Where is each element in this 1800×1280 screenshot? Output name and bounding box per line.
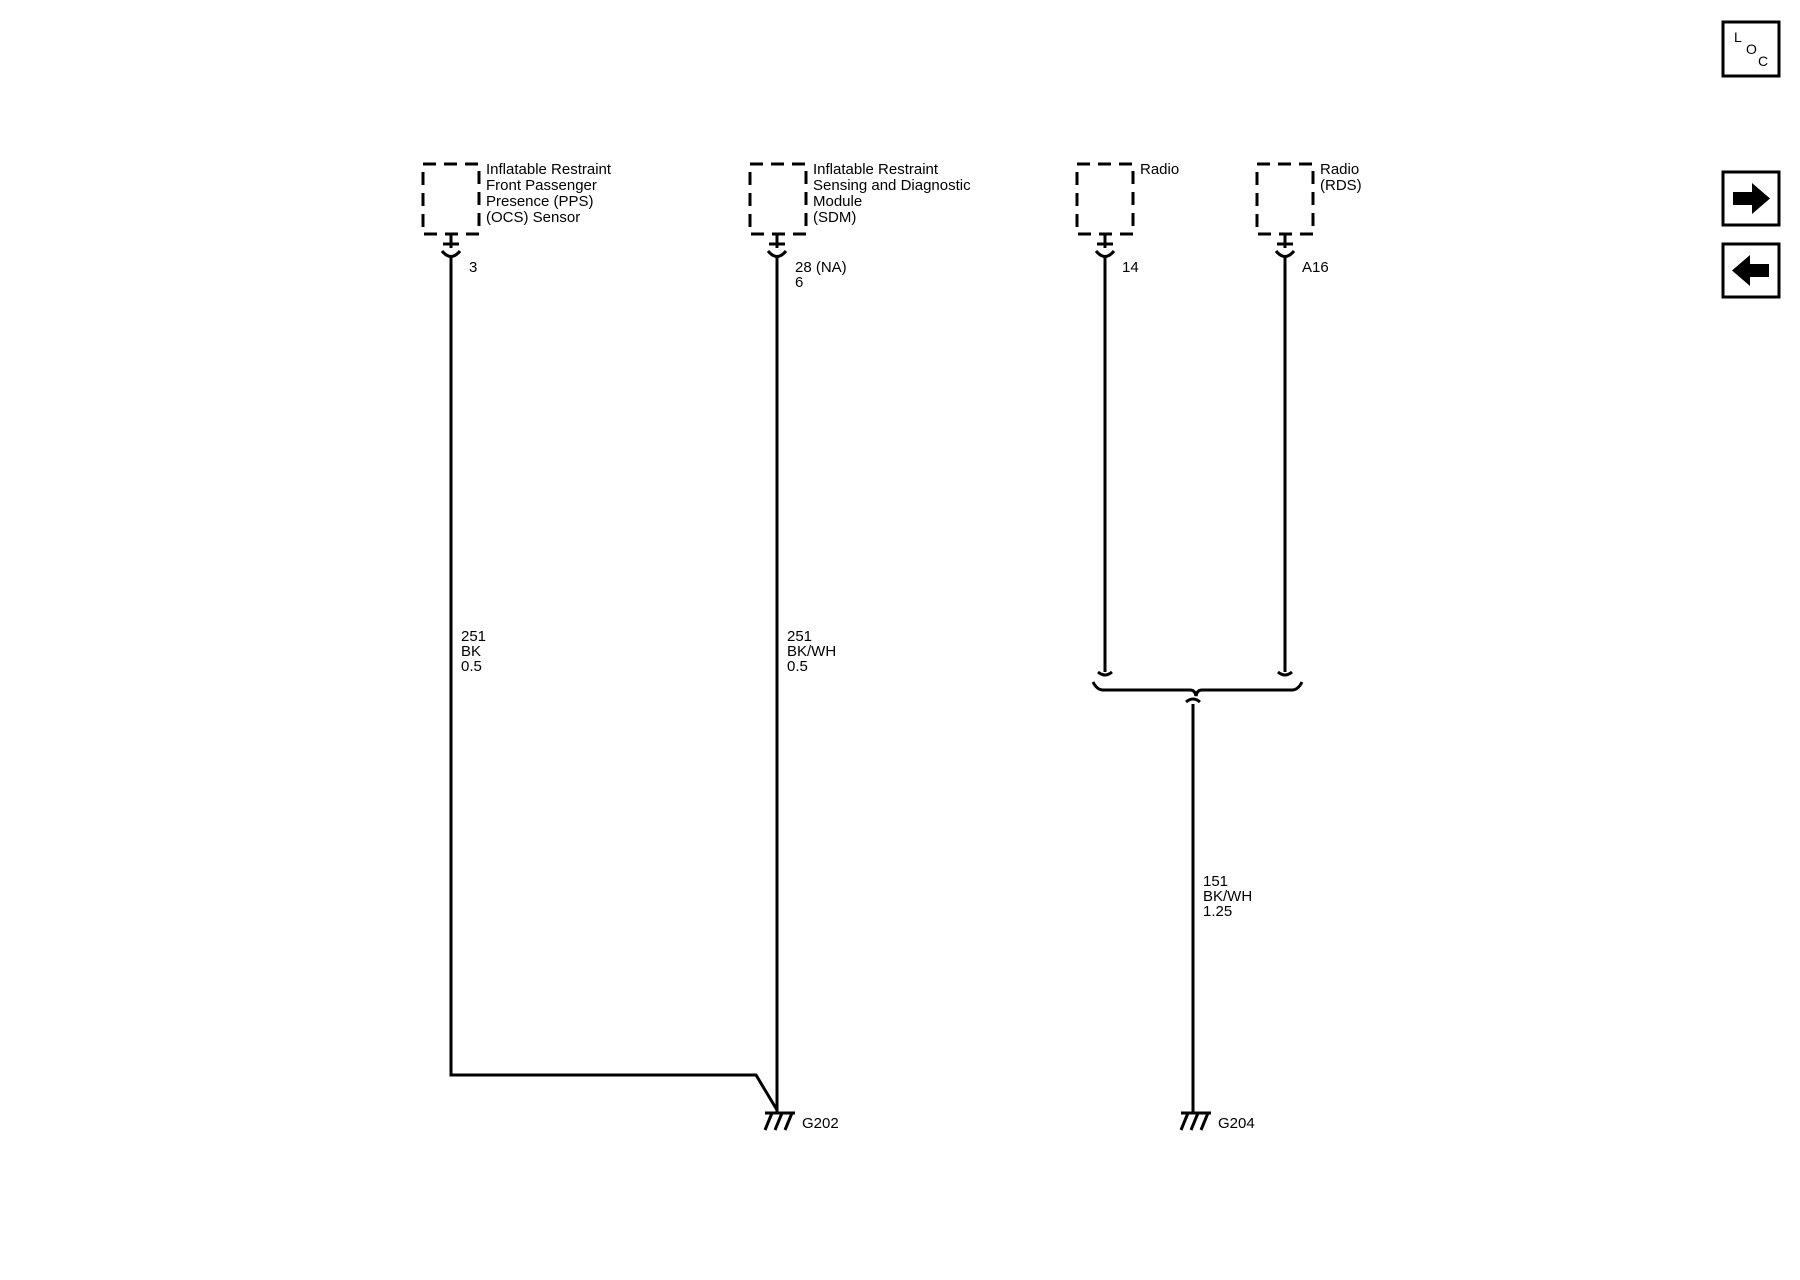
ground-label-g202: G202 [802, 1115, 839, 1132]
wire-radio-end [1097, 670, 1113, 677]
loc-letter-l: L [1734, 29, 1742, 45]
wire-color: BK/WH [1203, 888, 1252, 905]
wire-label-251-bkwh: 251 BK/WH 0.5 [787, 628, 840, 675]
terminal-radio [1094, 234, 1116, 258]
pin-number: 3 [469, 259, 477, 276]
wire-circuit: 251 [461, 628, 486, 645]
wire-lines [421, 162, 1315, 1131]
wire-label-151-bkwh: 151 BK/WH 1.25 [1203, 873, 1256, 920]
arrow-right-icon [1733, 183, 1770, 214]
component-line: Sensing and Diagnostic [813, 177, 971, 194]
wire-circuit: 251 [787, 628, 812, 645]
pin-label-radio: 14 [1122, 259, 1139, 276]
loc-button[interactable]: L O C [1721, 20, 1781, 78]
wire-color: BK [461, 643, 481, 660]
component-line: Presence (PPS) [486, 193, 594, 210]
component-label-radio: Radio [1140, 161, 1179, 178]
wire-color: BK/WH [787, 643, 836, 660]
wire-size: 1.25 [1203, 903, 1232, 920]
component-line: Module [813, 193, 862, 210]
component-line: Radio [1320, 161, 1359, 178]
wire-151-bkwh-top [1185, 697, 1201, 704]
component-line: (RDS) [1320, 177, 1362, 194]
wire-circuit: 151 [1203, 873, 1228, 890]
wire-label-251-bk: 251 BK 0.5 [461, 628, 490, 675]
component-label-pps: Inflatable Restraint Front Passenger Pre… [486, 161, 615, 226]
terminal-radio-rds [1274, 234, 1296, 258]
component-line: (OCS) Sensor [486, 209, 580, 226]
component-line: Inflatable Restraint [486, 161, 612, 178]
connector-box-radio [1075, 162, 1135, 236]
ground-label-g204: G204 [1218, 1115, 1255, 1132]
pin-number: A16 [1302, 259, 1329, 276]
next-page-button[interactable] [1721, 170, 1781, 227]
component-label-sdm: Inflatable Restraint Sensing and Diagnos… [813, 161, 975, 226]
loc-letter-c: C [1758, 53, 1768, 69]
component-line: Front Passenger [486, 177, 597, 194]
wire-radio-rds-end [1277, 670, 1293, 677]
pin-label-pps: 3 [469, 259, 477, 276]
terminal-pps [440, 234, 462, 258]
pin-number: 28 (NA) [795, 259, 847, 276]
ground-symbol-g202 [763, 1111, 795, 1131]
pin-label-radio-rds: A16 [1302, 259, 1329, 276]
connector-box-sdm [748, 162, 808, 236]
component-line: Inflatable Restraint [813, 161, 939, 178]
pin-label-sdm: 28 (NA) 6 [795, 259, 851, 291]
loc-letter-o: O [1746, 41, 1757, 57]
wire-251-bk [449, 256, 779, 1111]
wire-size: 0.5 [787, 658, 808, 675]
previous-page-button[interactable] [1721, 242, 1781, 299]
component-line: Radio [1140, 161, 1179, 178]
pin-number: 6 [795, 274, 803, 291]
component-label-radio-rds: Radio (RDS) [1320, 161, 1363, 194]
splice-bracket [1091, 681, 1304, 697]
connector-box-pps [421, 162, 481, 236]
terminal-sdm [766, 234, 788, 258]
arrow-left-icon [1732, 255, 1769, 286]
wire-size: 0.5 [461, 658, 482, 675]
connector-box-radio-rds [1255, 162, 1315, 236]
component-line: (SDM) [813, 209, 856, 226]
pin-number: 14 [1122, 259, 1139, 276]
ground-symbol-g204 [1179, 1111, 1211, 1131]
